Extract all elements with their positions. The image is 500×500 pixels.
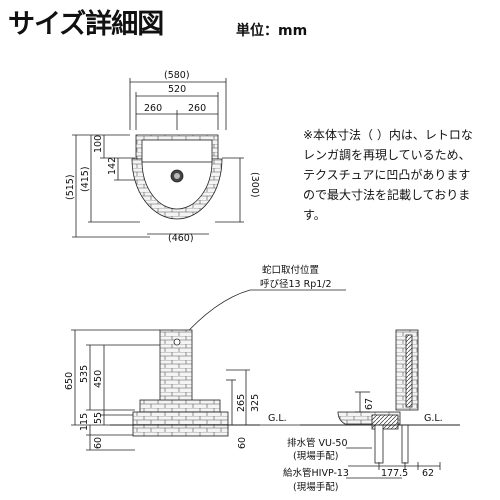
drain-pipe-note: (現場手配) <box>293 450 338 462</box>
dim-side-177: 177.5 <box>381 468 408 479</box>
dim-height-base: 55 <box>93 412 104 424</box>
dim-height-pipe2: 325 <box>250 394 261 412</box>
dim-height-pipe: 265 <box>236 394 247 412</box>
unit-label: 単位：mm <box>236 23 308 39</box>
dim-height-below: 60 <box>93 437 104 449</box>
page-title: サイズ詳細図 <box>8 9 164 40</box>
dim-height-post: 450 <box>93 370 104 388</box>
side-view <box>300 329 460 479</box>
dim-depth-body: (415) <box>80 166 91 192</box>
dim-half-right: 260 <box>188 103 206 114</box>
supply-pipe-note: (現場手配) <box>293 481 338 493</box>
dim-height-floor: 115 <box>79 413 90 431</box>
note-text: ※本体寸法（ ）内は、レトロなレンガ調を再現しているため、テクスチュアに凹凸があ… <box>303 128 473 222</box>
front-view <box>71 329 300 451</box>
dim-height-total: 650 <box>64 372 75 390</box>
dim-height-upper: 535 <box>79 365 90 383</box>
dim-side-60: 60 <box>237 437 248 449</box>
dim-side-62: 62 <box>422 468 434 479</box>
dim-depth-back: 100 <box>93 135 104 153</box>
dim-width-overall: (580) <box>164 70 190 81</box>
dim-depth-inner: 142 <box>107 157 118 175</box>
dim-depth-overall: (515) <box>65 174 76 200</box>
dim-half-left: 260 <box>144 103 162 114</box>
dim-side-67: 67 <box>364 398 375 410</box>
faucet-size-label: 呼び径13 Rp1/2 <box>260 278 332 290</box>
dim-depth-basin: (300) <box>249 172 260 198</box>
front-gl-label: G.L. <box>268 413 287 424</box>
drain-pipe-label: 排水管 VU-50 <box>287 437 348 449</box>
dim-width-body: 520 <box>168 84 186 95</box>
top-view <box>72 78 244 238</box>
faucet-leader-line <box>175 289 346 345</box>
dim-width-bottom: (460) <box>168 233 194 244</box>
faucet-position-label: 蛇口取付位置 <box>262 264 319 276</box>
supply-pipe-label: 給水管HIVP-13 <box>283 467 349 479</box>
side-gl-label: G.L. <box>424 413 443 424</box>
